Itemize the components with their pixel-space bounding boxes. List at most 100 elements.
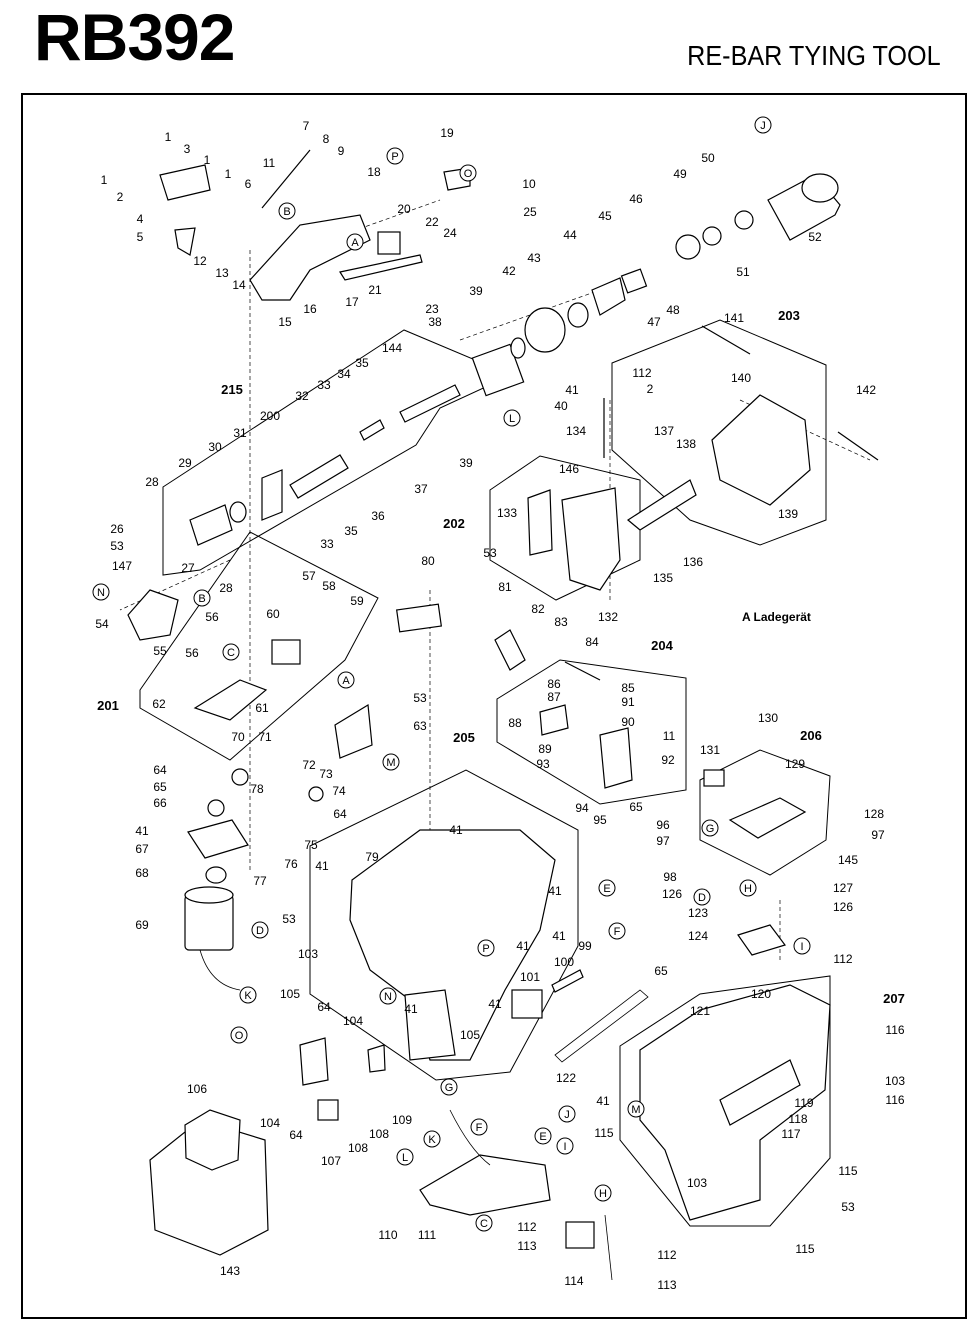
callout-12: 12 xyxy=(193,254,207,268)
reference-letter-F: F xyxy=(476,1122,483,1134)
part-spring-100 xyxy=(551,969,584,993)
part-ring-31 xyxy=(229,501,247,523)
reference-letter-K: K xyxy=(244,990,252,1002)
callout-97: 97 xyxy=(871,828,885,842)
callout-130: 130 xyxy=(758,711,778,725)
part-link-21 xyxy=(339,254,423,281)
part-block-60 xyxy=(271,639,301,665)
part-strap-122 xyxy=(554,989,649,1063)
callout-33: 33 xyxy=(320,537,334,551)
part-motor-52-end xyxy=(801,173,839,203)
callout-49: 49 xyxy=(673,167,687,181)
part-hook-5 xyxy=(174,227,196,256)
reference-circle-O: O xyxy=(459,164,477,182)
callout-94: 94 xyxy=(575,801,589,815)
callout-112: 112 xyxy=(657,1248,676,1262)
part-sleeve-30 xyxy=(189,504,233,546)
reference-letter-B: B xyxy=(198,593,205,605)
callout-72: 72 xyxy=(302,758,316,772)
callout-62: 62 xyxy=(152,697,166,711)
part-sleeve-46 xyxy=(620,268,648,294)
reference-letter-D: D xyxy=(698,892,706,904)
callout-38: 38 xyxy=(428,315,442,329)
callout-203: 203 xyxy=(778,308,800,323)
callout-137: 137 xyxy=(654,424,674,438)
callout-73: 73 xyxy=(319,767,333,781)
callout-136: 136 xyxy=(683,555,703,569)
callout-26: 26 xyxy=(110,522,124,536)
part-board-111 xyxy=(419,1154,551,1216)
callout-9: 9 xyxy=(338,144,345,158)
callout-97: 97 xyxy=(656,834,670,848)
part-switch-92 xyxy=(599,727,633,789)
callout-42: 42 xyxy=(502,264,516,278)
callout-142: 142 xyxy=(856,383,876,397)
part-window-119 xyxy=(719,1059,801,1126)
reference-circle-D: D xyxy=(693,888,711,906)
part-wire-69 xyxy=(199,949,241,991)
reference-letter-I: I xyxy=(563,1141,566,1153)
callout-41: 41 xyxy=(552,929,566,943)
callout-33: 33 xyxy=(317,378,331,392)
callout-117: 117 xyxy=(781,1127,800,1141)
part-housing-205 xyxy=(349,829,556,1061)
part-pin-84 xyxy=(564,661,601,681)
reference-circle-outline xyxy=(503,409,521,427)
callout-63: 63 xyxy=(413,719,427,733)
reference-circle-outline xyxy=(423,1130,441,1148)
callout-1: 1 xyxy=(204,153,211,167)
callout-140: 140 xyxy=(731,371,751,385)
callout-39: 39 xyxy=(459,456,473,470)
callout-1: 1 xyxy=(225,167,232,181)
callout-8: 8 xyxy=(323,132,330,146)
group-outline-207 xyxy=(619,975,831,1227)
reference-circle-outline xyxy=(739,879,757,897)
part-spring-36 xyxy=(359,419,385,441)
callout-54: 54 xyxy=(95,617,109,631)
part-bolt-141 xyxy=(701,325,751,355)
callout-207: 207 xyxy=(883,991,905,1006)
callout-84: 84 xyxy=(585,635,599,649)
callout-105: 105 xyxy=(280,987,300,1001)
callout-138: 138 xyxy=(676,437,696,451)
callout-115: 115 xyxy=(594,1126,613,1140)
callout-57: 57 xyxy=(302,569,316,583)
part-bracket-105 xyxy=(299,1037,329,1086)
callout-110: 110 xyxy=(378,1228,397,1242)
reference-circle-outline xyxy=(470,1118,488,1136)
reference-letter-P: P xyxy=(482,943,489,955)
reference-circle-outline xyxy=(627,1100,645,1118)
callout-65: 65 xyxy=(654,964,668,978)
callout-121: 121 xyxy=(690,1004,710,1018)
callout-71: 71 xyxy=(258,730,272,744)
part-handle-205 xyxy=(404,989,456,1061)
callout-13: 13 xyxy=(215,266,229,280)
part-cam-45 xyxy=(591,277,626,316)
reference-circle-C: C xyxy=(222,643,240,661)
callout-90: 90 xyxy=(621,715,635,729)
callout-16: 16 xyxy=(303,302,317,316)
callout-58: 58 xyxy=(322,579,336,593)
callout-41: 41 xyxy=(548,884,562,898)
part-washer-50 xyxy=(702,226,722,246)
part-plate-67 xyxy=(187,819,249,859)
callout-37: 37 xyxy=(414,482,428,496)
reference-letter-A: A xyxy=(342,675,350,687)
reference-letter-O: O xyxy=(464,168,473,180)
callout-19: 19 xyxy=(440,126,454,140)
reference-circle-outline xyxy=(459,164,477,182)
callout-41: 41 xyxy=(565,383,579,397)
reference-circle-N: N xyxy=(379,987,397,1005)
part-gear-66 xyxy=(207,799,225,817)
callout-78: 78 xyxy=(250,782,264,796)
callout-75: 75 xyxy=(304,838,318,852)
callout-112: 112 xyxy=(517,1220,536,1234)
callout-101: 101 xyxy=(520,970,540,984)
callout-14: 14 xyxy=(232,278,246,292)
callout-134: 134 xyxy=(566,424,586,438)
reference-circle-outline xyxy=(92,583,110,601)
callout-100: 100 xyxy=(554,955,574,969)
part-lever-81 xyxy=(494,629,526,671)
callout-139: 139 xyxy=(778,507,798,521)
group-outline-204 xyxy=(496,659,687,805)
